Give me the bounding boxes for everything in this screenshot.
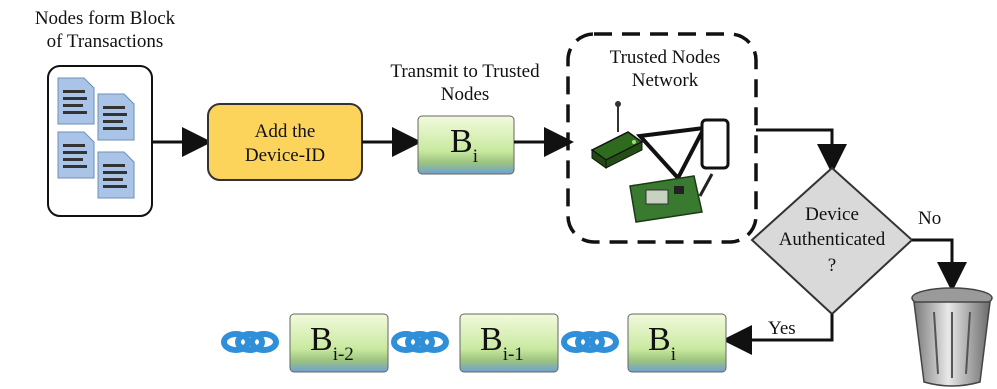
add-device-id-box: Add the Device-ID <box>207 103 363 181</box>
no-label: No <box>918 208 941 229</box>
trash-can-icon <box>911 287 993 387</box>
chain-link-icon <box>561 331 619 353</box>
transactions-icon <box>47 65 153 217</box>
network-triangle <box>635 125 708 182</box>
decision-line2: Authenticated <box>779 229 886 250</box>
add-device-id-line2: Device-ID <box>245 145 325 166</box>
chain-block: Bi <box>627 313 727 373</box>
add-device-id-line1: Add the <box>255 121 316 142</box>
arrow-to-chain <box>722 314 834 355</box>
circuit-board-icon <box>629 173 714 223</box>
chain-block-label: Bi-2 <box>310 321 354 365</box>
chain-link-icon <box>221 331 279 353</box>
chain-link-icon <box>391 331 449 353</box>
decision-diamond: Device Authenticated ? <box>750 166 914 316</box>
chain-block: Bi-2 <box>289 313 389 373</box>
decision-line1: Device <box>805 204 859 225</box>
chain-block-label: Bi-1 <box>480 321 524 365</box>
blockchain: Bi-2 Bi-1 Bi <box>221 313 727 373</box>
block-bi-label: Bi <box>450 123 478 167</box>
yes-label: Yes <box>768 318 796 339</box>
phone-icon <box>700 118 730 170</box>
router-icon <box>590 101 644 169</box>
arrow-to-decision <box>756 128 847 174</box>
block-bi: Bi <box>417 115 515 175</box>
arrow-to-trash <box>912 238 967 292</box>
chain-block-label: Bi <box>648 321 676 365</box>
chain-block: Bi-1 <box>459 313 559 373</box>
decision-line3: ? <box>828 255 836 276</box>
trusted-network-box <box>566 32 758 244</box>
